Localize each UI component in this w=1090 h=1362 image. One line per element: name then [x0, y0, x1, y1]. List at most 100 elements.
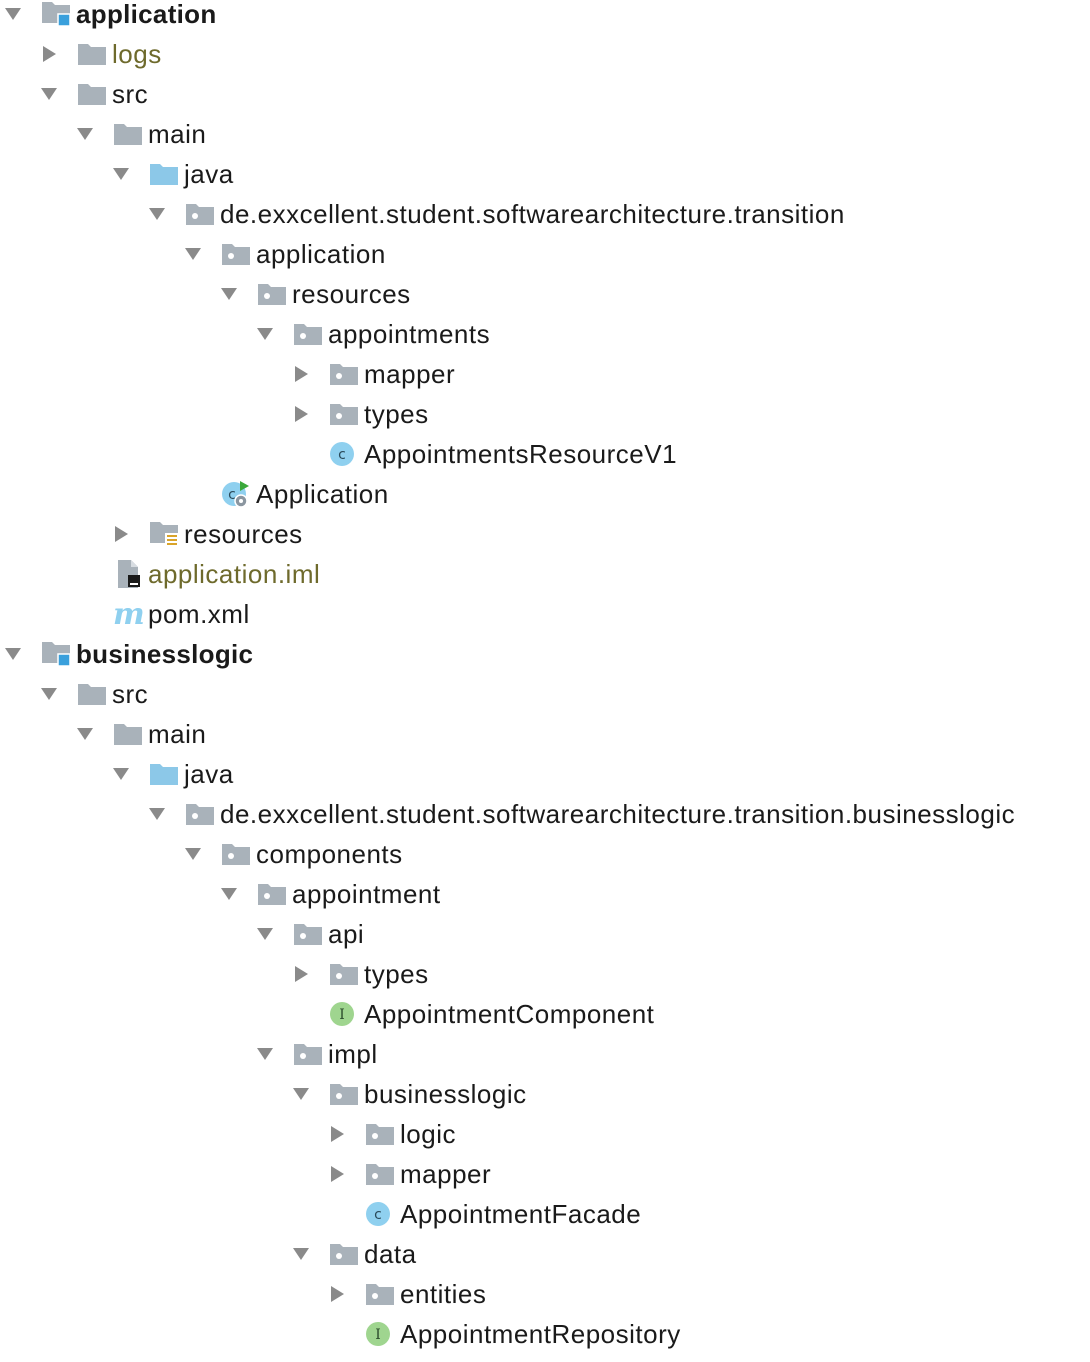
tree-row[interactable]: types — [0, 394, 1090, 434]
expand-arrow-down-icon[interactable] — [76, 726, 94, 742]
collapse-arrow-right-icon[interactable] — [112, 526, 130, 542]
collapse-arrow-right-icon[interactable] — [40, 46, 58, 62]
class-icon: c — [328, 440, 360, 468]
source-folder-icon — [148, 760, 180, 788]
expand-arrow-down-icon[interactable] — [184, 246, 202, 262]
tree-row[interactable]: mapper — [0, 354, 1090, 394]
tree-row[interactable]: de.exxcellent.student.softwarearchitectu… — [0, 194, 1090, 234]
tree-item-label: application — [76, 0, 217, 29]
tree-row[interactable]: logs — [0, 34, 1090, 74]
package-icon — [220, 840, 252, 868]
tree-row[interactable]: types — [0, 954, 1090, 994]
tree-row[interactable]: src — [0, 74, 1090, 114]
tree-row[interactable]: logic — [0, 1114, 1090, 1154]
tree-item-label: businesslogic — [364, 1079, 527, 1109]
expand-arrow-down-icon[interactable] — [184, 846, 202, 862]
tree-row[interactable]: java — [0, 754, 1090, 794]
collapse-arrow-right-icon[interactable] — [292, 366, 310, 382]
tree-item-label: resources — [292, 279, 411, 309]
tree-item-label: application.iml — [148, 559, 321, 589]
tree-item-label: mapper — [364, 359, 456, 389]
class-icon: c — [364, 1200, 396, 1228]
expand-arrow-down-icon[interactable] — [292, 1086, 310, 1102]
expand-arrow-down-icon[interactable] — [256, 926, 274, 942]
tree-row[interactable]: resources — [0, 514, 1090, 554]
tree-row[interactable]: components — [0, 834, 1090, 874]
folder-icon — [112, 720, 144, 748]
tree-row[interactable]: entities — [0, 1274, 1090, 1314]
tree-item-label: pom.xml — [148, 599, 250, 629]
expand-arrow-down-icon[interactable] — [112, 766, 130, 782]
collapse-arrow-right-icon[interactable] — [292, 406, 310, 422]
tree-item-label: de.exxcellent.student.softwarearchitectu… — [220, 799, 1016, 829]
collapse-arrow-right-icon[interactable] — [292, 966, 310, 982]
package-icon — [364, 1280, 396, 1308]
expand-arrow-down-icon[interactable] — [40, 686, 58, 702]
package-icon — [328, 960, 360, 988]
module-folder-icon — [40, 640, 72, 668]
expand-arrow-down-icon[interactable] — [112, 166, 130, 182]
tree-row[interactable]: main — [0, 114, 1090, 154]
tree-row[interactable]: appointment — [0, 874, 1090, 914]
tree-item-label: resources — [184, 519, 303, 549]
expand-arrow-down-icon[interactable] — [148, 206, 166, 222]
package-icon — [292, 320, 324, 348]
tree-row[interactable]: impl — [0, 1034, 1090, 1074]
package-icon — [328, 1080, 360, 1108]
tree-item-label: businesslogic — [76, 639, 254, 669]
resources-folder-icon — [148, 520, 180, 548]
tree-item-label: types — [364, 959, 429, 989]
iml-file-icon — [112, 560, 144, 588]
package-icon — [184, 200, 216, 228]
package-icon — [220, 240, 252, 268]
package-icon — [364, 1160, 396, 1188]
tree-row[interactable]: c Application — [0, 474, 1090, 514]
svg-text:c: c — [228, 487, 236, 503]
tree-item-label: src — [112, 79, 149, 109]
tree-row[interactable]: businesslogic — [0, 1074, 1090, 1114]
tree-item-label: AppointmentRepository — [400, 1319, 681, 1349]
tree-row[interactable]: data — [0, 1234, 1090, 1274]
tree-row[interactable]: application — [0, 0, 1090, 34]
expand-arrow-down-icon[interactable] — [148, 806, 166, 822]
expand-arrow-down-icon[interactable] — [220, 886, 238, 902]
expand-arrow-down-icon[interactable] — [256, 326, 274, 342]
spring-boot-class-icon: c — [220, 480, 252, 508]
tree-item-label: main — [148, 719, 207, 749]
tree-row[interactable]: src — [0, 674, 1090, 714]
tree-item-label: logs — [112, 39, 162, 69]
expand-arrow-down-icon[interactable] — [4, 6, 22, 22]
collapse-arrow-right-icon[interactable] — [328, 1286, 346, 1302]
expand-arrow-down-icon[interactable] — [292, 1246, 310, 1262]
tree-row[interactable]: application — [0, 234, 1090, 274]
tree-row[interactable]: main — [0, 714, 1090, 754]
tree-row[interactable]: appointments — [0, 314, 1090, 354]
tree-row[interactable]: api — [0, 914, 1090, 954]
interface-icon: I — [328, 1000, 360, 1028]
tree-row[interactable]: mapper — [0, 1154, 1090, 1194]
collapse-arrow-right-icon[interactable] — [328, 1166, 346, 1182]
expand-arrow-down-icon[interactable] — [76, 126, 94, 142]
expand-arrow-down-icon[interactable] — [40, 86, 58, 102]
tree-item-label: logic — [400, 1119, 456, 1149]
tree-item-label: appointment — [292, 879, 441, 909]
package-icon — [328, 360, 360, 388]
collapse-arrow-right-icon[interactable] — [328, 1126, 346, 1142]
tree-row[interactable]: application.iml — [0, 554, 1090, 594]
tree-row[interactable]: businesslogic — [0, 634, 1090, 674]
tree-item-label: entities — [400, 1279, 487, 1309]
tree-row[interactable]: resources — [0, 274, 1090, 314]
expand-arrow-down-icon[interactable] — [220, 286, 238, 302]
package-icon — [364, 1120, 396, 1148]
tree-row[interactable]: de.exxcellent.student.softwarearchitectu… — [0, 794, 1090, 834]
tree-item-label: Application — [256, 479, 389, 509]
tree-row[interactable]: java — [0, 154, 1090, 194]
expand-arrow-down-icon[interactable] — [256, 1046, 274, 1062]
expand-arrow-down-icon[interactable] — [4, 646, 22, 662]
